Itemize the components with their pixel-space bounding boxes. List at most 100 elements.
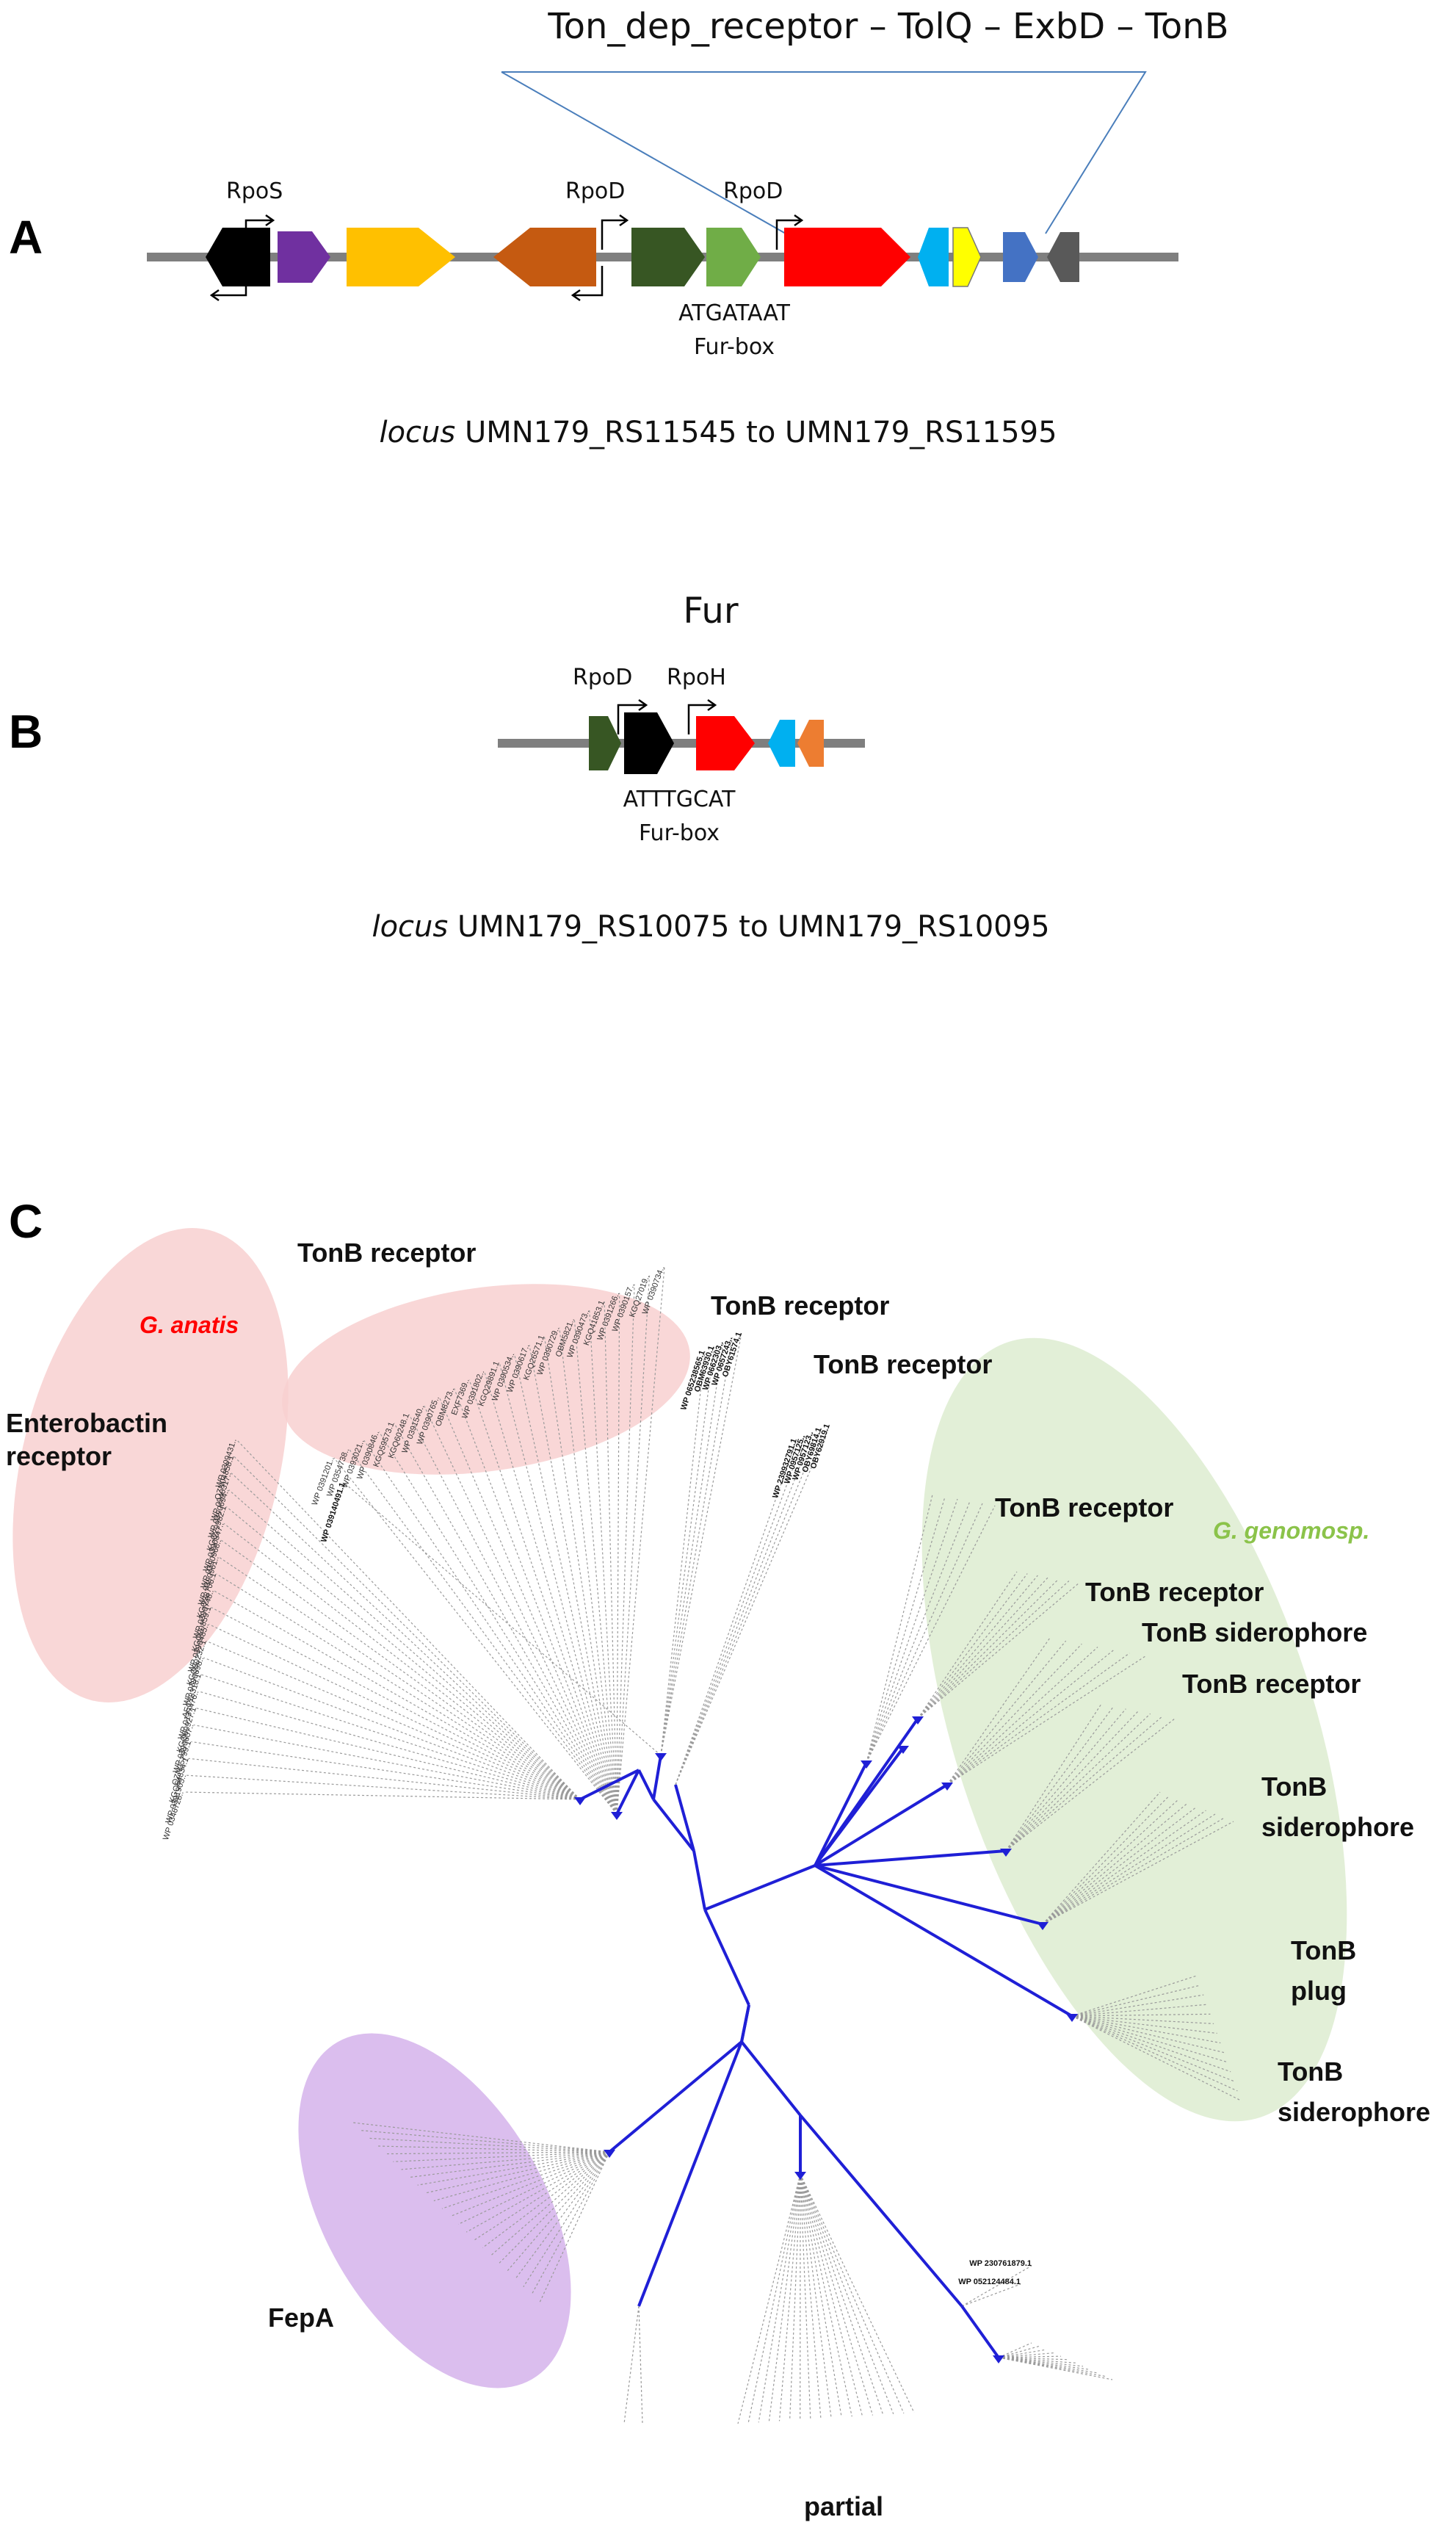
tree-branch bbox=[814, 1762, 868, 1866]
tree-leaf-dash bbox=[946, 1650, 1115, 1785]
tree-leaf-dash bbox=[211, 1607, 581, 1800]
tree-leaf-dash bbox=[946, 1643, 1082, 1785]
tree-leaf-dash bbox=[385, 2151, 610, 2155]
tree-leaf-dash bbox=[638, 2305, 643, 2424]
tree-leaf-dash bbox=[616, 1275, 651, 1815]
gene-arrow-black-b bbox=[624, 712, 674, 774]
tree-leaf-dash bbox=[408, 1414, 617, 1815]
tree-leaf-dash bbox=[1005, 1716, 1163, 1852]
clade-label-tonb-siderophore-2b: siderophore bbox=[1261, 1812, 1414, 1842]
tree-leaf-dash bbox=[778, 2173, 801, 2421]
clade-shade-enterobactin bbox=[12, 1228, 289, 1702]
tree-leaf-dash bbox=[529, 1345, 617, 1815]
tree-leaf-dash bbox=[231, 1473, 581, 1800]
tree-leaf-dash bbox=[1042, 1813, 1216, 1925]
tree-branch bbox=[674, 1784, 695, 1852]
fur-box-label-a: Fur-box bbox=[694, 334, 775, 360]
tree-leaf-dash bbox=[616, 1266, 665, 1815]
clade-node-marker bbox=[604, 2150, 615, 2158]
panel-a-letter: A bbox=[9, 211, 43, 264]
tree-leaf-dash bbox=[1071, 2015, 1242, 2101]
fur-box-label-b: Fur-box bbox=[639, 820, 720, 846]
gene-arrow-purple bbox=[278, 231, 330, 283]
tree-leaf-dash bbox=[377, 2145, 610, 2153]
tree-branch bbox=[652, 1798, 695, 1852]
clade-label-tonb-siderophore-1: TonB siderophore bbox=[1142, 1617, 1367, 1647]
clade-node-marker bbox=[611, 1812, 623, 1820]
tree-leaf-dash bbox=[352, 2122, 610, 2153]
tree-leaf-dash bbox=[998, 2352, 1054, 2358]
tree-leaf-dash bbox=[675, 1424, 830, 1785]
tree-leaf-dash bbox=[348, 1448, 617, 1815]
tree-leaf-dash bbox=[675, 1439, 797, 1785]
tree-branch bbox=[960, 2305, 1000, 2359]
tree-branch bbox=[814, 1864, 1043, 1926]
gene-arrow-cyan bbox=[918, 228, 949, 286]
tree-leaf-dash bbox=[424, 1405, 617, 1815]
promoter-arrow-rpod-2-fwd bbox=[775, 214, 804, 250]
tree-leaf-dash bbox=[800, 2173, 842, 2418]
tree-branches bbox=[574, 1716, 1078, 2363]
tree-leaf-dash bbox=[589, 1310, 617, 1815]
tree-leaf-dash bbox=[1005, 1705, 1115, 1852]
tree-leaf-dash bbox=[800, 2173, 811, 2419]
tree-branch bbox=[637, 1769, 655, 1800]
tree-leaf-dash bbox=[1042, 1795, 1170, 1925]
panel-a: A Ton_dep_receptor – TolQ – ExbD – TonB bbox=[9, 6, 1229, 449]
clade-node-marker bbox=[993, 2355, 1004, 2363]
clade-node-marker bbox=[941, 1783, 953, 1791]
tree-leaf-dash bbox=[800, 2173, 852, 2417]
fur-box-sequence-b: ATTTGCAT bbox=[623, 787, 736, 812]
gene-arrow-blue bbox=[1003, 232, 1038, 282]
gene-arrow-orange-b bbox=[797, 720, 824, 767]
tree-leaf-dash bbox=[623, 2305, 640, 2424]
tree-leaf-dash bbox=[482, 2151, 610, 2248]
clade-label-tonb-siderophore-3a: TonB bbox=[1278, 2056, 1343, 2087]
fur-box-sequence-a: ATGATAAT bbox=[678, 300, 791, 326]
tree-leaf-dash bbox=[998, 2342, 1032, 2358]
clade-shade-fepa bbox=[298, 2033, 571, 2388]
tree-branch bbox=[579, 1769, 640, 1801]
leaf-label: WP 052124484.1 bbox=[958, 2278, 1021, 2286]
tree-leaf-dash bbox=[523, 2151, 610, 2288]
locus-prefix-a: locus bbox=[379, 416, 455, 449]
locus-range-a: UMN179_RS11545 to UMN179_RS11595 bbox=[465, 416, 1057, 449]
tree-leaf-dash bbox=[917, 1581, 1070, 1719]
gene-arrow-yellow bbox=[347, 228, 455, 286]
gene-arrow-orange bbox=[493, 228, 596, 286]
tree-leaf-dash bbox=[675, 1431, 814, 1785]
tree-leaf-dash bbox=[433, 2151, 610, 2202]
tree-branch bbox=[615, 1769, 640, 1815]
tree-leaf-dash bbox=[438, 1397, 617, 1815]
tree-leaf-dash bbox=[483, 1370, 617, 1815]
tree-leaf-dash bbox=[183, 1791, 581, 1800]
tree-leaf-dash bbox=[186, 1774, 581, 1800]
tree-leaf-dash bbox=[499, 1362, 617, 1815]
panel-b-letter: B bbox=[9, 705, 43, 758]
clade-node-marker bbox=[574, 1797, 586, 1805]
tree-branch bbox=[814, 1849, 1007, 1867]
species-label-g-anatis: G. anatis bbox=[140, 1312, 239, 1338]
tree-leaf-dash bbox=[466, 2151, 610, 2233]
tree-leaf-dashes bbox=[183, 1266, 1242, 2424]
tree-leaf-dash bbox=[616, 1293, 620, 1815]
tree-branch bbox=[637, 2041, 743, 2307]
tree-leaf-dash bbox=[393, 2151, 610, 2162]
tree-leaf-dash bbox=[1005, 1718, 1176, 1852]
tree-leaf-dash bbox=[800, 2173, 874, 2416]
tree-leaf-dash bbox=[228, 1489, 581, 1800]
clade-label-partial: partial bbox=[804, 2491, 883, 2521]
tree-leaf-dash bbox=[188, 1758, 581, 1800]
tree-leaf-dash bbox=[233, 1456, 581, 1800]
tree-leaf-dash bbox=[539, 2151, 610, 2303]
clade-label-tonb-receptor-2: TonB receptor bbox=[711, 1290, 889, 1321]
gene-arrow-red bbox=[784, 228, 910, 286]
tree-leaf-dash bbox=[1005, 1711, 1139, 1852]
promoter-label-rpoh-b: RpoH bbox=[667, 665, 726, 690]
clade-shade-g-genomosp bbox=[921, 1337, 1347, 2122]
gene-arrow-darkgreen-b bbox=[589, 716, 621, 770]
tree-leaf-dash bbox=[213, 1590, 581, 1800]
gene-arrow-lightyellow bbox=[952, 227, 982, 287]
promoter-label-rpos: RpoS bbox=[226, 178, 283, 204]
